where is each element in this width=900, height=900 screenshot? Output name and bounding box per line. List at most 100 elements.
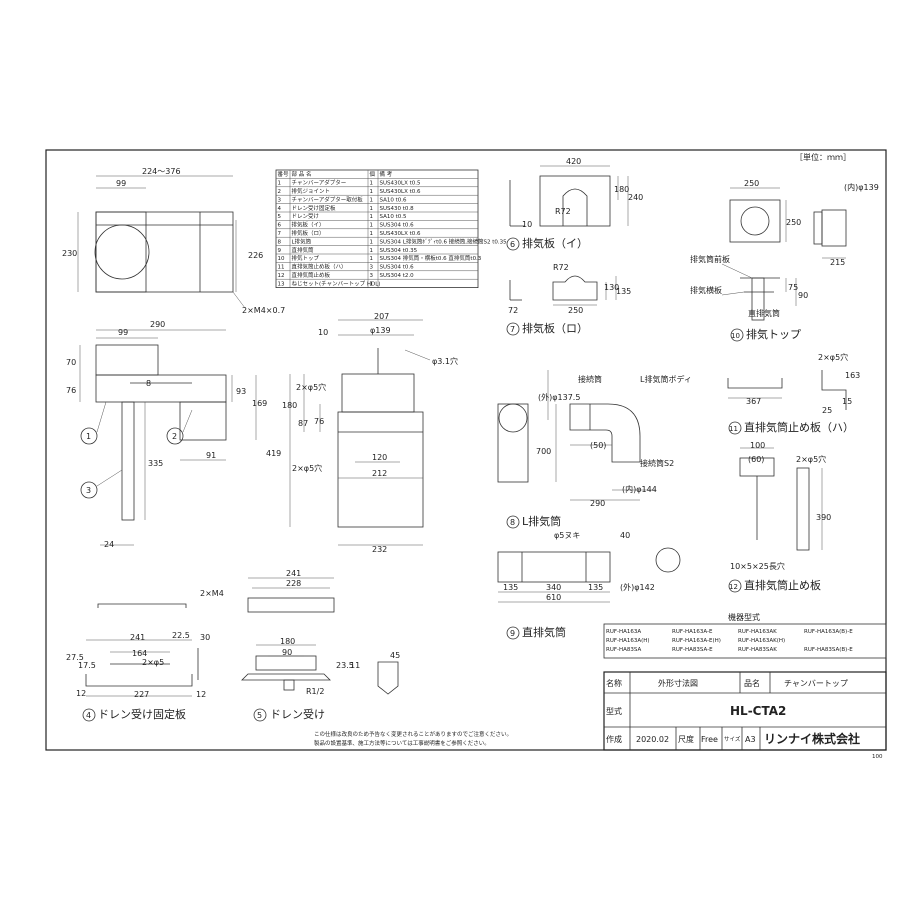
- parts-cell: 排気板（ロ）: [292, 229, 325, 237]
- parts-cell: 1: [370, 223, 374, 229]
- note-1: この仕様は改良のため予告なく変更されることがありますのでご注意ください。: [314, 730, 512, 738]
- callout-straight-pipe: 直排気筒: [748, 308, 780, 318]
- dim-2phi5c: 2×φ5穴: [818, 352, 848, 362]
- model-value: HL-CTA2: [730, 704, 786, 718]
- dim-367: 367: [746, 397, 761, 406]
- svg-text:12: 12: [729, 583, 738, 591]
- dim-228: 228: [286, 579, 301, 588]
- part7-label: 排気板（ロ）: [522, 321, 588, 335]
- part6-view: 420 180 240 R72 10 6 排気板（イ）: [506, 157, 643, 251]
- dim-phi5: φ5ヌキ: [554, 531, 580, 540]
- callout-joint-s2: 接続筒S2: [640, 458, 674, 468]
- size-label: サイズ: [724, 735, 741, 743]
- page-code: 100: [872, 754, 883, 760]
- dim-2phi5b: 2×φ5穴: [292, 463, 322, 473]
- parts-cell: ドレン受け固定板: [292, 204, 337, 212]
- parts-cell: 9: [278, 248, 282, 254]
- model-entry: RUF-HA163A-E(H): [672, 638, 721, 644]
- model-entry: RUF-HA83SA(B)-E: [804, 647, 853, 653]
- model-entry: RUF-HA163AK(H): [738, 638, 785, 644]
- drawing-border: [45, 149, 887, 751]
- part6-label: 排気板（イ）: [522, 236, 588, 250]
- model-entry: RUF-HA83SAK: [738, 647, 777, 653]
- dim-610: 610: [546, 593, 561, 602]
- dim-90b: 90: [282, 648, 292, 657]
- dim-250: 250: [568, 306, 583, 315]
- dim-8: 8: [146, 379, 151, 388]
- callout-side-plate: 排気横板: [690, 285, 722, 295]
- part11-label: 直排気筒止め板（ハ）: [744, 420, 854, 434]
- parts-cell: 7: [278, 231, 282, 237]
- part10-view: 250 250 215 (内)φ139 75 90 排気筒前板 排気横板 直排気…: [690, 179, 879, 342]
- dim-275: 27.5: [66, 653, 84, 662]
- dim-335: 335: [148, 459, 163, 468]
- part4-part5-views: 241 228 2×M4 241 22.5 30 164 2×φ5 27.5 1…: [66, 569, 400, 722]
- parts-header-cell: 部 品 名: [292, 170, 312, 178]
- parts-cell: チャンバーアダプター: [292, 179, 347, 187]
- dim-91: 91: [206, 451, 216, 460]
- dim-232: 232: [372, 545, 387, 554]
- dim-r72b: R72: [553, 263, 569, 272]
- dim-phi139: φ139: [370, 326, 391, 335]
- parts-cell: 排気トップ: [292, 254, 320, 262]
- dim-87: 87: [298, 419, 308, 428]
- parts-cell: 1: [370, 256, 374, 262]
- svg-text:4: 4: [86, 711, 91, 720]
- dim-240: 240: [628, 193, 643, 202]
- company: リンナイ株式会社: [764, 731, 860, 746]
- part12-label: 直排気筒止め板: [744, 578, 821, 592]
- parts-cell: 6: [278, 223, 282, 229]
- parts-cell: 2: [278, 189, 282, 195]
- dim-180c: 180: [280, 637, 295, 646]
- parts-cell: 1: [370, 248, 374, 254]
- dim-250c: 250: [786, 218, 801, 227]
- part4-label: ドレン受け固定板: [98, 707, 186, 721]
- dim-r12: R1/2: [306, 687, 324, 696]
- dim-12b: 12: [196, 690, 206, 699]
- scale-value: Free: [701, 735, 718, 744]
- dim-420: 420: [566, 157, 581, 166]
- callout-joint: 接続筒: [578, 374, 602, 384]
- dim-2m4: 2×M4: [200, 589, 224, 598]
- callout-front-plate: 排気筒前板: [690, 254, 730, 264]
- parts-cell: SUS304 t0.6: [380, 223, 415, 229]
- part7-view: R72 72 250 130 135 7 排気板（ロ）: [506, 263, 631, 336]
- svg-text:3: 3: [86, 486, 91, 495]
- dim-215: 215: [830, 258, 845, 267]
- part5-label: ドレン受け: [270, 708, 325, 721]
- svg-text:11: 11: [729, 425, 738, 433]
- dim-phi139b: (内)φ139: [844, 182, 879, 192]
- parts-cell: 8: [278, 239, 282, 245]
- dim-76: 76: [66, 386, 76, 395]
- models-heading: 機器型式: [728, 612, 760, 622]
- name-label: 名称: [606, 678, 622, 688]
- dim-2phi5e: 2×φ5: [142, 658, 164, 667]
- part8-label: L排気筒: [522, 514, 561, 528]
- scale-label: 尺度: [678, 734, 694, 744]
- dim-180b: 180: [614, 185, 629, 194]
- model-entry: RUF-HA163A(B)-E: [804, 629, 853, 635]
- dim-phi144: (内)φ144: [622, 484, 657, 494]
- parts-cell: 直排気筒: [292, 246, 315, 254]
- dim-70: 70: [66, 358, 76, 367]
- dim-2phi5d: 2×φ5穴: [796, 454, 826, 464]
- dim-120: 120: [372, 453, 387, 462]
- callout-body: L排気筒ボディ: [640, 374, 692, 384]
- svg-text:7: 7: [510, 325, 515, 334]
- parts-cell: SA10 t0.6: [380, 197, 408, 203]
- model-entry: RUF-HA83SA-E: [672, 647, 713, 653]
- dim-230: 230: [62, 249, 77, 258]
- dim-72: 72: [508, 306, 518, 315]
- parts-cell: 5: [278, 214, 282, 220]
- parts-cell: 排気板（イ）: [292, 221, 325, 229]
- svg-text:10: 10: [731, 332, 740, 340]
- parts-header-cell: 番号: [278, 171, 290, 178]
- dim-15: 15: [842, 397, 852, 406]
- dim-135c: 135: [588, 583, 603, 592]
- part11-view: 2×φ5穴 163 367 15 25 11 直排気筒止め板（ハ）: [727, 352, 860, 435]
- parts-cell: ドレン受け: [292, 212, 320, 220]
- parts-header-cell: 個: [370, 170, 376, 178]
- model-entry: RUF-HA163A(H): [606, 638, 650, 644]
- dim-700: 700: [536, 447, 551, 456]
